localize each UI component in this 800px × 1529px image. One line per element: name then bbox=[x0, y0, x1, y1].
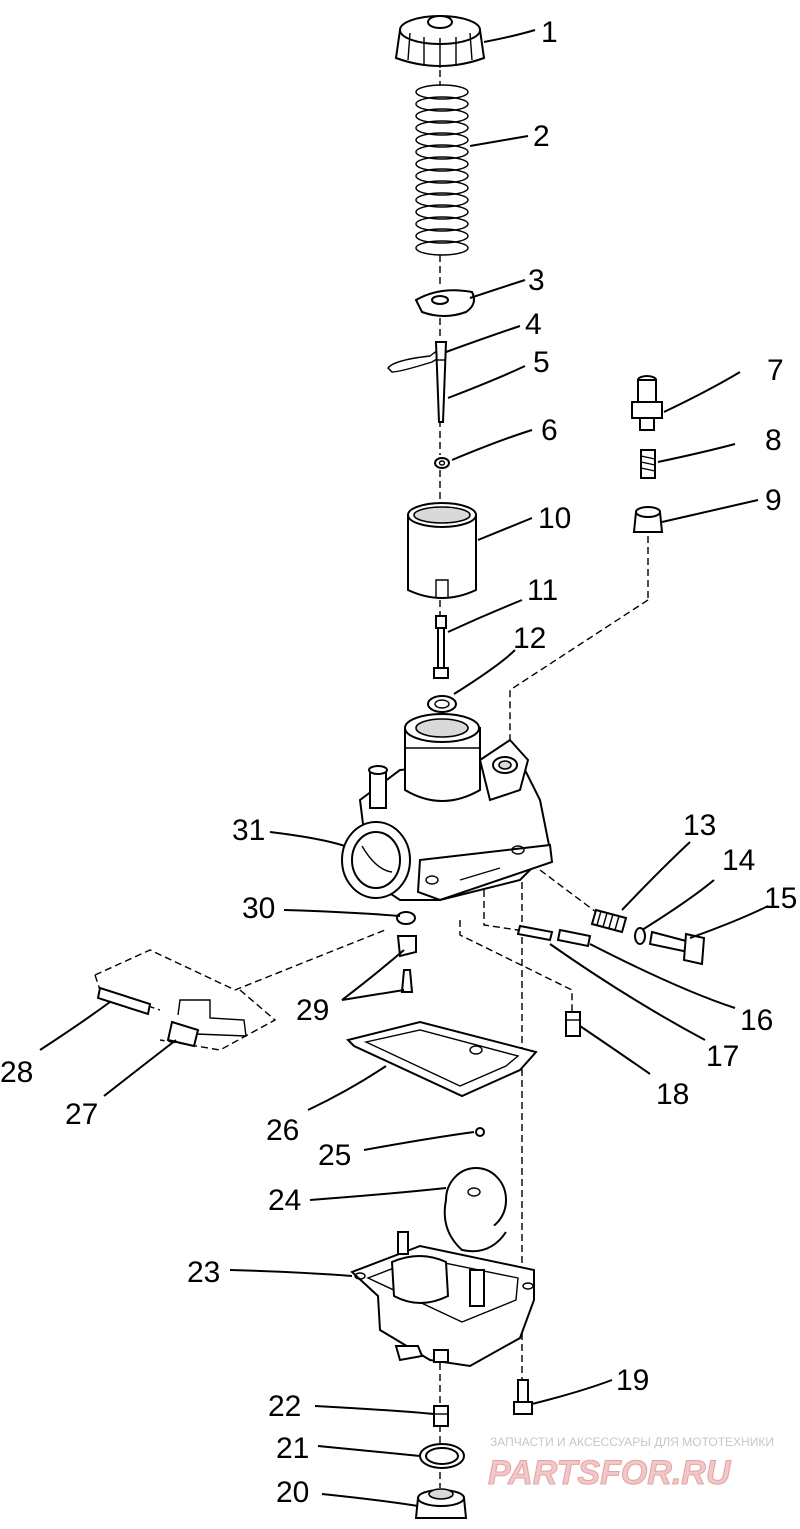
part-12-o-ring bbox=[427, 695, 457, 713]
label-14: 14 bbox=[722, 844, 755, 877]
part-29-jets bbox=[396, 935, 417, 993]
label-29: 29 bbox=[296, 994, 329, 1027]
part-22-main-jet bbox=[433, 1405, 449, 1427]
label-2: 2 bbox=[533, 120, 550, 153]
label-7: 7 bbox=[767, 354, 784, 387]
label-9: 9 bbox=[765, 484, 782, 517]
part-18-drain-plug bbox=[565, 1011, 581, 1037]
label-17: 17 bbox=[706, 1040, 739, 1073]
label-5: 5 bbox=[533, 346, 550, 379]
part-1-top-cap bbox=[394, 15, 486, 68]
part-16-air-screw bbox=[556, 928, 592, 948]
watermark: ЗАПЧАСТИ И АКСЕССУАРЫ ДЛЯ МОТОТЕХНИКИ PA… bbox=[488, 1435, 774, 1493]
label-12: 12 bbox=[513, 622, 546, 655]
part-9-adjuster-nut bbox=[632, 506, 664, 533]
leader-lines bbox=[39, 29, 769, 1507]
part-6-washer bbox=[434, 457, 450, 469]
part-13-pilot-spring bbox=[590, 908, 628, 934]
label-31: 31 bbox=[232, 814, 265, 847]
part-26-float-bowl-gasket bbox=[346, 1020, 538, 1098]
watermark-subtitle: ЗАПЧАСТИ И АКСЕССУАРЫ ДЛЯ МОТОТЕХНИКИ bbox=[490, 1435, 774, 1449]
label-8: 8 bbox=[765, 424, 782, 457]
label-16: 16 bbox=[740, 1004, 773, 1037]
part-2-spring bbox=[415, 84, 469, 256]
part-11-needle-jet bbox=[433, 615, 449, 679]
part-27-28-linkage bbox=[94, 929, 386, 1051]
part-14-washer bbox=[634, 927, 646, 945]
part-20-drain-bolt bbox=[414, 1488, 468, 1519]
label-27: 27 bbox=[65, 1098, 98, 1131]
label-1: 1 bbox=[541, 16, 558, 49]
label-6: 6 bbox=[541, 414, 558, 447]
label-19: 19 bbox=[616, 1364, 649, 1397]
part-15-pilot-screw bbox=[648, 930, 706, 966]
part-number-labels: 1 2 3 4 5 6 7 8 9 10 11 12 13 14 15 16 1… bbox=[0, 16, 797, 1509]
label-22: 22 bbox=[268, 1390, 301, 1423]
label-18: 18 bbox=[656, 1078, 689, 1111]
label-15: 15 bbox=[764, 882, 797, 915]
label-21: 21 bbox=[276, 1432, 309, 1465]
label-3: 3 bbox=[528, 264, 545, 297]
label-20: 20 bbox=[276, 1476, 309, 1509]
label-30: 30 bbox=[242, 892, 275, 925]
part-25-float-pin bbox=[475, 1127, 485, 1137]
label-26: 26 bbox=[266, 1114, 299, 1147]
part-5-jet-needle bbox=[434, 341, 448, 423]
label-24: 24 bbox=[268, 1184, 301, 1217]
part-24-float bbox=[443, 1167, 507, 1253]
part-8-adjuster-spring bbox=[640, 449, 656, 479]
part-23-float-bowl bbox=[350, 1231, 535, 1368]
part-17-air-screw-spring bbox=[516, 924, 554, 942]
label-10: 10 bbox=[538, 502, 571, 535]
part-30-o-ring bbox=[396, 911, 416, 925]
part-10-throttle-valve bbox=[407, 502, 477, 599]
label-25: 25 bbox=[318, 1139, 351, 1172]
label-13: 13 bbox=[683, 809, 716, 842]
watermark-brand: PARTSFOR.RU bbox=[488, 1454, 732, 1492]
part-31-carburetor-body bbox=[341, 713, 554, 902]
label-23: 23 bbox=[187, 1256, 220, 1289]
part-19-bowl-screw bbox=[513, 1379, 533, 1415]
label-28: 28 bbox=[0, 1056, 33, 1089]
part-21-drain-gasket bbox=[419, 1443, 465, 1469]
part-7-cable-adjuster bbox=[631, 375, 663, 431]
label-4: 4 bbox=[525, 308, 542, 341]
part-3-retainer-plate bbox=[414, 289, 475, 317]
label-11: 11 bbox=[527, 574, 558, 607]
part-4-needle-clip bbox=[387, 348, 443, 373]
